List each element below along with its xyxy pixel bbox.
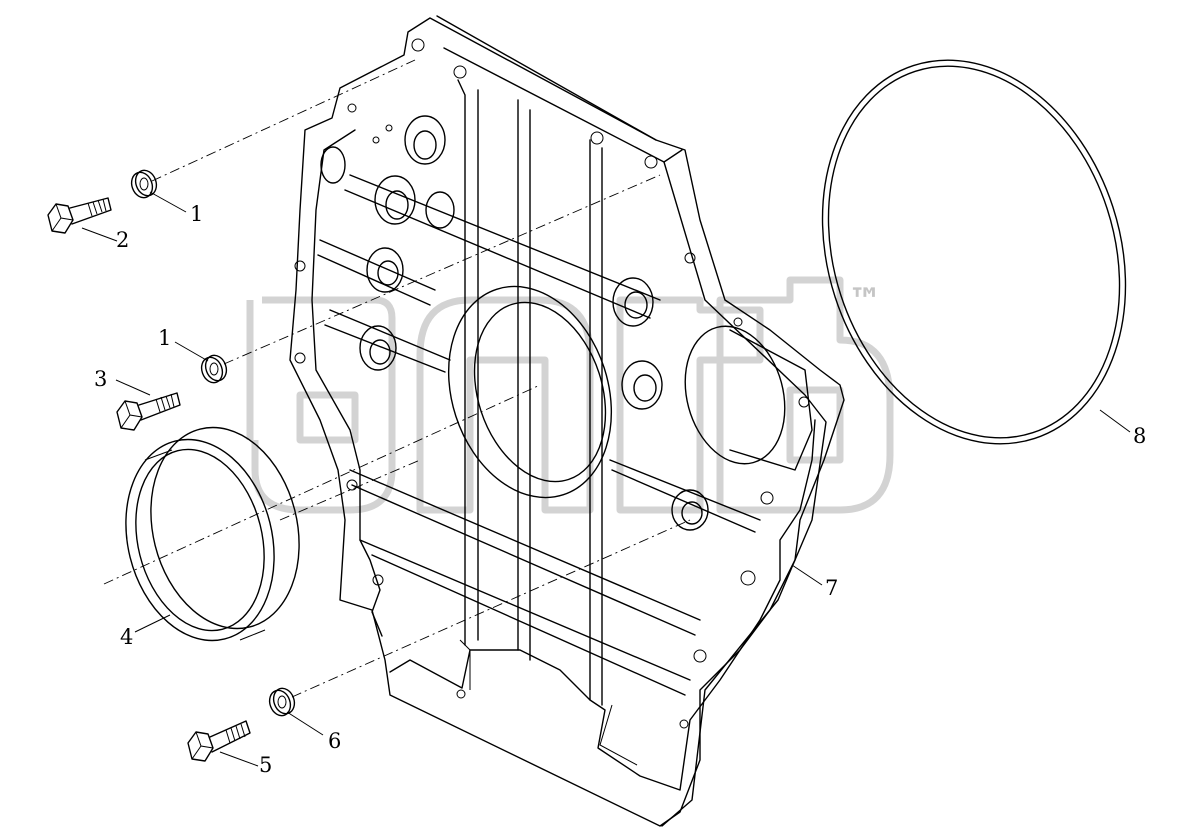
assembly-lines [103,59,691,698]
watermark-trademark: ™ [848,281,882,321]
callout-1-middle: 1 [158,326,171,350]
callout-3: 3 [94,367,107,391]
leader-lines [81,191,1131,767]
washer-upper [130,169,158,199]
bolt-lower [187,720,251,762]
callout-2: 2 [116,228,129,252]
callout-8: 8 [1133,424,1146,448]
housing-plate [289,15,845,827]
watermark-logo: ™ [246,276,894,514]
o-ring [821,59,1127,445]
oil-seal [125,426,300,642]
callouts: 1 2 1 3 4 5 6 7 8 [94,202,1146,777]
washer-middle [200,354,228,384]
callout-5: 5 [259,753,272,777]
bolt-middle [116,392,181,431]
callout-4: 4 [120,625,133,649]
callout-1-upper: 1 [190,202,203,226]
bolt-upper [47,197,112,234]
callout-7: 7 [825,576,838,600]
callout-6: 6 [328,729,341,753]
washer-lower [268,687,296,717]
